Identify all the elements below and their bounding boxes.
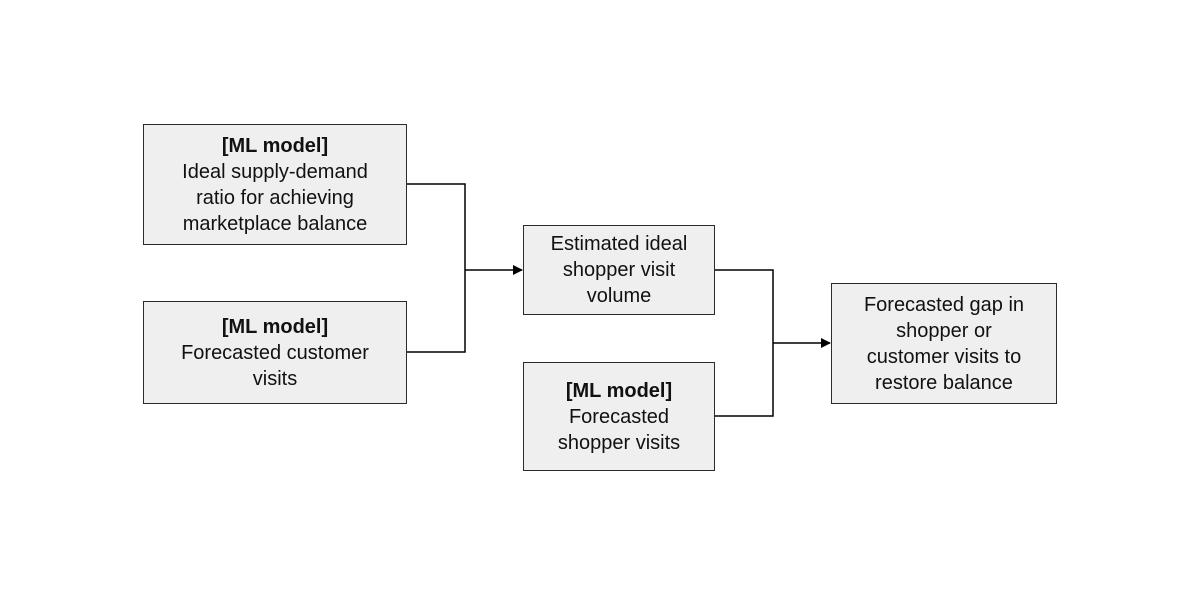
node-forecasted-shopper-visits: [ML model] Forecasted shopper visits [523,362,715,471]
connector-shopper-visits [715,343,774,417]
node-label: Forecasted gap in shopper or customer vi… [863,293,1025,394]
node-forecasted-gap: Forecasted gap in shopper or customer vi… [831,283,1057,404]
node-label: Forecasted customer visits [181,341,369,390]
node-ideal-supply-demand-ratio: [ML model] Ideal supply-demand ratio for… [143,124,407,245]
node-estimated-ideal-shopper-visit-volume: Estimated ideal shopper visit volume [523,225,715,315]
node-label: Estimated ideal shopper visit volume [550,233,688,307]
connector-supply-demand [407,183,466,270]
ml-model-tag: [ML model] [221,134,329,157]
node-label: Ideal supply-demand ratio for achieving … [182,160,368,235]
connector-ideal-volume [715,269,774,343]
ml-model-tag: [ML model] [221,315,329,338]
ml-model-tag: [ML model] [565,379,673,402]
connector-customer-visits [407,270,466,353]
node-forecasted-customer-visits: [ML model] Forecasted customer visits [143,301,407,404]
node-label: Forecasted shopper visits [557,405,681,454]
